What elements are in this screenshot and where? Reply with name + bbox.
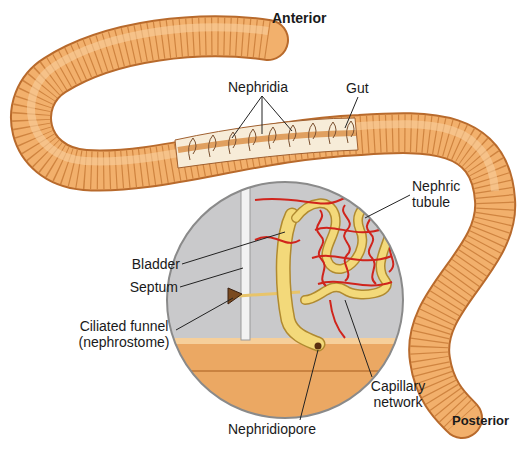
leader-line xyxy=(365,195,410,218)
capillary xyxy=(318,282,392,286)
cut-open-segments xyxy=(175,118,358,168)
septum-wall xyxy=(241,175,250,340)
part-label: Nephridia xyxy=(228,79,288,95)
leader-line xyxy=(345,300,372,377)
nephric-tubule-outline xyxy=(296,203,391,300)
leader-line xyxy=(262,96,263,134)
capillary xyxy=(315,228,385,232)
leader-line xyxy=(262,96,292,131)
capillary xyxy=(312,256,392,260)
nephridium-loop xyxy=(209,135,216,157)
capillary-network xyxy=(255,196,397,338)
magnifier-ring xyxy=(167,182,403,418)
leader-line xyxy=(176,298,233,330)
nephridium-loop xyxy=(347,121,354,143)
nephridiopore-opening xyxy=(315,343,322,350)
leader-line xyxy=(300,350,318,420)
small-nephridia xyxy=(189,121,354,160)
part-label: Nephridiopore xyxy=(228,421,316,437)
worm-highlight xyxy=(31,27,495,191)
ciliated-funnel xyxy=(228,288,242,304)
nephridium-loop xyxy=(309,123,316,145)
leader-line xyxy=(232,96,262,138)
capillary xyxy=(255,237,300,243)
part-label: Ciliated funnel (nephrostome) xyxy=(70,318,178,350)
part-label: Bladder xyxy=(110,256,180,272)
bladder xyxy=(283,215,318,344)
direction-label: Anterior xyxy=(272,10,326,26)
part-label: Nephric tubule xyxy=(412,178,476,210)
bladder-outline xyxy=(283,215,318,344)
nephridium-loop xyxy=(249,129,256,151)
capillary xyxy=(343,205,350,281)
leader-lines xyxy=(176,96,410,420)
body-wall-edge xyxy=(160,338,420,344)
part-label: Gut xyxy=(346,80,369,96)
capillary xyxy=(330,300,345,338)
opened-body-window xyxy=(175,118,358,168)
leader-line xyxy=(345,97,358,128)
direction-label: Posterior xyxy=(452,413,509,429)
nephridium-loop xyxy=(269,127,276,149)
capillary xyxy=(317,210,326,286)
part-label: Capillary network xyxy=(360,378,436,410)
nephridium-loop xyxy=(329,122,336,144)
nephridium-loop xyxy=(189,138,196,160)
leader-line xyxy=(180,268,243,287)
capillary xyxy=(255,196,395,203)
part-label: Septum xyxy=(110,279,178,295)
nephridium-loop xyxy=(229,132,236,154)
leader-line xyxy=(182,232,285,264)
nephric-tubule xyxy=(296,203,391,300)
